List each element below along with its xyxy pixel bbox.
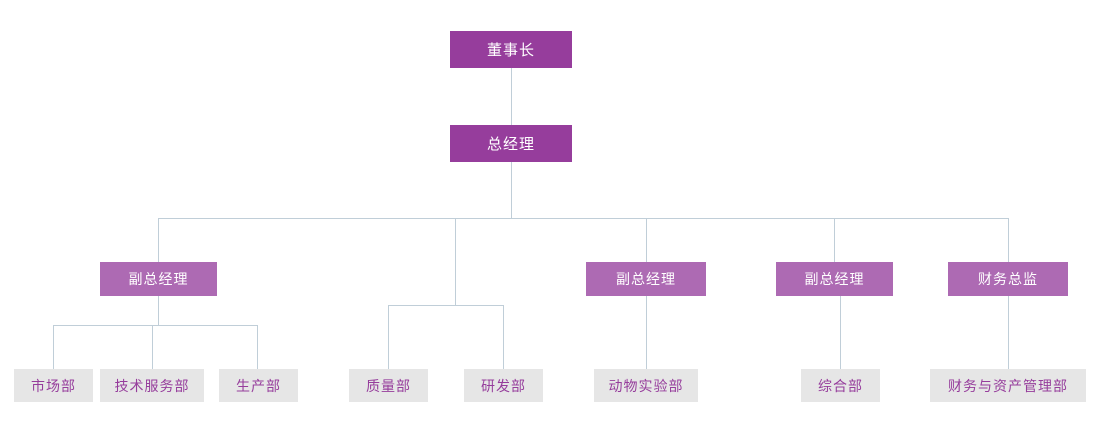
node-chairman[interactable]: 董事长 bbox=[450, 31, 572, 68]
connector-cfo-to-finance-asset bbox=[1008, 296, 1009, 369]
node-animal-lab-department[interactable]: 动物实验部 bbox=[594, 369, 698, 402]
connector-bus-to-vgm-1 bbox=[158, 218, 159, 262]
node-quality-department[interactable]: 质量部 bbox=[349, 369, 428, 402]
node-finance-asset-department[interactable]: 财务与资产管理部 bbox=[930, 369, 1086, 402]
connector-vgm4-to-general-affairs bbox=[840, 296, 841, 369]
connector-vgm2-bus bbox=[388, 305, 504, 306]
connector-chairman-to-gm bbox=[511, 68, 512, 125]
connector-bus-to-vgm-2 bbox=[455, 218, 456, 305]
connector-level3-bus bbox=[158, 218, 1009, 219]
connector-bus-to-cfo bbox=[1008, 218, 1009, 262]
node-general-manager[interactable]: 总经理 bbox=[450, 125, 572, 162]
connector-vgm3-to-animal-lab bbox=[646, 296, 647, 369]
connector-vgm1-bus bbox=[53, 325, 258, 326]
node-market-department[interactable]: 市场部 bbox=[14, 369, 93, 402]
node-vice-general-manager-1[interactable]: 副总经理 bbox=[100, 262, 217, 296]
node-rnd-department[interactable]: 研发部 bbox=[464, 369, 543, 402]
connector-vgm2-to-rnd bbox=[503, 305, 504, 369]
node-vice-general-manager-3[interactable]: 副总经理 bbox=[776, 262, 893, 296]
node-tech-service-department[interactable]: 技术服务部 bbox=[100, 369, 204, 402]
node-vice-general-manager-2[interactable]: 副总经理 bbox=[586, 262, 706, 296]
connector-vgm1-down bbox=[158, 296, 159, 325]
connector-vgm1-to-production bbox=[257, 325, 258, 369]
node-production-department[interactable]: 生产部 bbox=[219, 369, 298, 402]
node-general-affairs-department[interactable]: 综合部 bbox=[801, 369, 880, 402]
connector-gm-down bbox=[511, 162, 512, 219]
connector-bus-to-vgm-4 bbox=[834, 218, 835, 262]
connector-vgm2-to-quality bbox=[388, 305, 389, 369]
connector-bus-to-vgm-3 bbox=[646, 218, 647, 262]
connector-vgm1-to-tech-service bbox=[152, 325, 153, 369]
node-cfo[interactable]: 财务总监 bbox=[948, 262, 1068, 296]
connector-vgm1-to-market bbox=[53, 325, 54, 369]
